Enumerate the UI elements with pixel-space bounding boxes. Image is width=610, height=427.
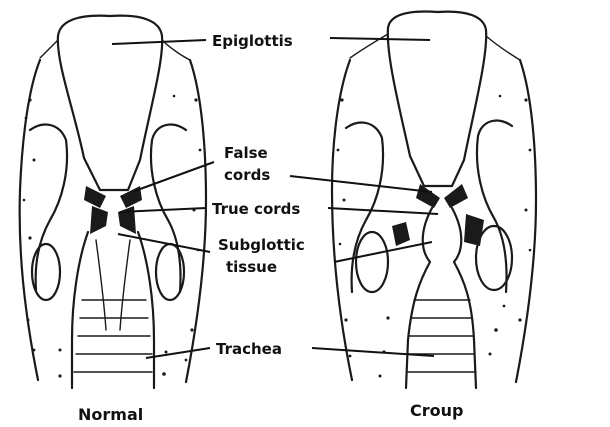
label-true-cords: True cords (212, 200, 300, 218)
label-false-cords-line1: False (224, 144, 268, 162)
croup-thyroid-left (346, 123, 383, 292)
label-false-cords-line2: cords (224, 166, 270, 184)
croup-swelling-right (464, 214, 484, 246)
normal-subglottic-folds (96, 240, 130, 330)
croup-false-cord-right (444, 184, 468, 208)
leader-trachea-left (146, 348, 210, 358)
normal-larynx-drawing (20, 16, 206, 388)
normal-true-cord-left (90, 206, 108, 234)
normal-trachea-wall-left (72, 232, 88, 388)
leader-subglottic-left (118, 234, 210, 252)
croup-thyroid-right (477, 121, 512, 292)
normal-aryepiglottic-left (40, 40, 58, 58)
leader-false-cords-right (290, 176, 432, 192)
leader-subglottic-right (334, 242, 432, 262)
leader-trachea-right (312, 348, 434, 356)
croup-tracheal-rings (408, 300, 476, 372)
label-epiglottis: Epiglottis (212, 32, 293, 50)
normal-outer-right-edge (186, 60, 206, 382)
croup-trachea-wall-left (406, 208, 432, 388)
label-subglottic-line2: tissue (226, 258, 277, 276)
leader-lines (112, 38, 438, 358)
croup-swelling-left (392, 222, 410, 246)
label-subglottic-line1: Subglottic (218, 236, 305, 254)
croup-epiglottis (388, 12, 486, 186)
label-trachea: Trachea (216, 340, 282, 358)
captions: Normal Croup (78, 401, 463, 424)
croup-cricoid-left (356, 232, 388, 292)
leader-true-cords-right (328, 208, 438, 214)
normal-outer-left-edge (20, 60, 40, 380)
leader-false-cords-left (132, 162, 214, 192)
leader-epiglottis-right (330, 38, 430, 40)
croup-false-cord-left (416, 184, 440, 208)
croup-outer-right-edge (516, 60, 536, 382)
normal-trachea-wall-right (138, 232, 154, 388)
labels: Epiglottis False cords True cords Subglo… (212, 32, 305, 358)
normal-thyroid-left (30, 125, 67, 290)
croup-outer-left-edge (332, 60, 352, 380)
leader-epiglottis-left (112, 40, 206, 44)
croup-larynx-drawing (332, 12, 536, 388)
caption-normal: Normal (78, 405, 143, 424)
caption-croup: Croup (410, 401, 463, 420)
croup-aryepiglottic-right (486, 36, 520, 60)
normal-true-cord-right (118, 206, 136, 234)
normal-tracheal-rings (74, 300, 152, 372)
normal-aryepiglottic-right (162, 40, 190, 60)
